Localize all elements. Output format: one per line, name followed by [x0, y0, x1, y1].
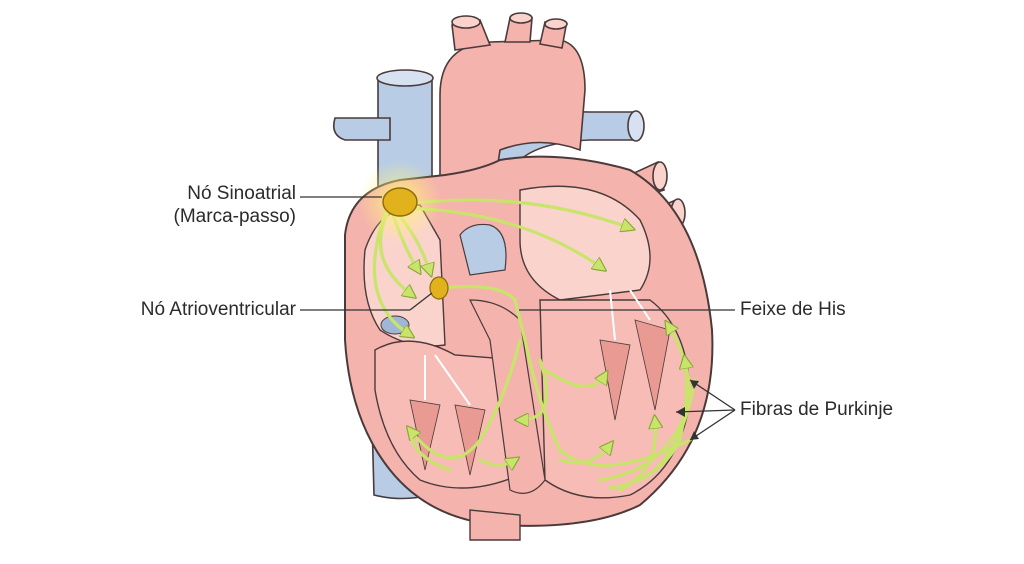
leader-line-av-angle [409, 292, 433, 311]
sinoatrial-label: Nó Sinoatrial (Marca-passo) [140, 182, 296, 228]
leader-line-purkinje-top [689, 379, 736, 411]
leader-lines [300, 196, 736, 441]
bundle-of-his-label: Feixe de His [740, 299, 846, 320]
sinoatrial-node [382, 187, 418, 217]
purkinje-arrowheads [676, 380, 699, 440]
atrioventricular-label: Nó Atrioventricular [140, 299, 296, 320]
purkinje-fibers-label: Fibras de Purkinje [740, 399, 894, 420]
sinoatrial-label-line1: Nó Sinoatrial [187, 183, 296, 204]
atrioventricular-node [429, 276, 449, 300]
leader-line-purkinje-mid [675, 409, 736, 413]
sinoatrial-label-line2: (Marca-passo) [173, 206, 296, 227]
leader-line-purkinje-bottom [689, 409, 736, 441]
